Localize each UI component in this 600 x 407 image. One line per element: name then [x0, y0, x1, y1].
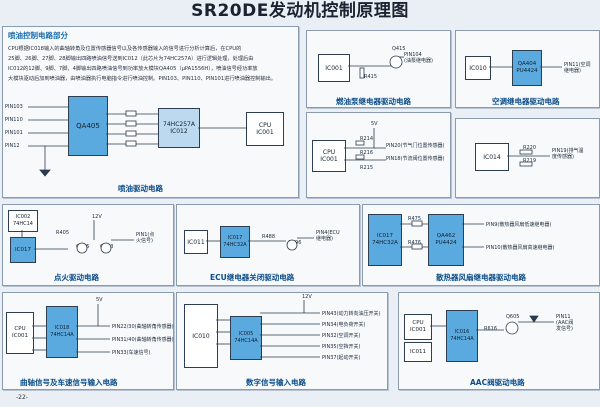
ignition-ic017: IC017: [10, 237, 36, 263]
injector-pin-1: PIN110: [5, 117, 23, 123]
digital-pin-3: PIN35(空挡开关): [322, 344, 361, 350]
ac-pin: PIN11(空调 继电器): [564, 62, 591, 74]
injector-cpu: CPU IC001: [246, 112, 284, 146]
exhaust-r219: R219: [523, 158, 537, 164]
ecu-r488: R488: [262, 234, 276, 240]
ignition-caption: 点火驱动电路: [54, 273, 99, 282]
aac-ic016: IC016 74HC14A: [446, 310, 478, 362]
tps-cpu: CPU IC001: [312, 140, 346, 172]
exhaust-r220: R220: [523, 145, 537, 151]
digital-pin-4: PIN37(起动开关): [322, 355, 361, 361]
crank-pin-2: PIN33(车速信号): [112, 350, 151, 356]
fan-qa462: QA462 PU4424: [428, 214, 464, 266]
fan-pin-0: PIN9(散热器风扇低速继电器): [486, 222, 552, 228]
injector-pin-3: PIN12: [5, 143, 20, 149]
ignition-r405: R405: [56, 230, 70, 236]
crank-cpu: CPU IC001: [6, 312, 34, 354]
fuelpump-ic001: IC001: [318, 54, 350, 82]
crank-pin-1: PIN31/40(曲轴转角传感器): [112, 337, 174, 343]
fuelpump-transistor: Q415: [392, 46, 406, 52]
aac-ic011: IC011: [404, 342, 432, 362]
digital-caption: 数字信号输入电路: [246, 378, 306, 387]
ac-ic010: IC010: [465, 56, 491, 80]
injector-desc-1: 25脚、26脚、27脚、28脚输出四路喷油信号送到IC012（此芯片为74HC2…: [8, 56, 254, 62]
ignition-pin: PIN1(点 火信号): [136, 232, 155, 244]
fuelpump-pin: PIN104 (油泵继电器): [404, 52, 433, 64]
aac-pin: PIN11 (AAC阀 发信号): [556, 314, 574, 332]
ignition-vcc: 12V: [92, 214, 102, 220]
ignition-ic002: IC002 74HC14: [8, 210, 38, 232]
aac-cpu: CPU IC001: [404, 314, 432, 340]
injector-section-label: 喷油控制电路部分: [8, 31, 68, 40]
digital-pin-1: PIN34(电负荷开关): [322, 322, 366, 328]
digital-ic010: IC010: [184, 304, 218, 368]
injector-desc-3: 大模块驱动后加到喷油器，由喷油器执行电脑指令进行喷油控制。PIN103、PIN1…: [8, 76, 277, 82]
aac-caption: AAC阀驱动电路: [470, 378, 525, 387]
injector-caption: 喷油驱动电路: [118, 184, 163, 193]
fan-r475: R475: [408, 216, 422, 222]
ecu-ic011: IC011: [184, 230, 208, 254]
fuelpump-caption: 燃油泵继电器驱动电路: [336, 97, 411, 106]
digital-pin-0: PIN43(动力转向油压开关): [322, 311, 381, 317]
injector-pin-0: PIN103: [5, 104, 23, 110]
exhaust-pin: PIN19(排气温 度传感器): [552, 148, 584, 160]
tps-r215: R215: [360, 165, 374, 171]
fan-caption: 散热器风扇继电器驱动电路: [436, 273, 526, 282]
injector-pin-2: PIN101: [5, 130, 23, 136]
ac-qa404: QA404 PU4424: [512, 50, 542, 86]
tps-pin-1: PIN18(节流阀位置传感器): [386, 156, 445, 162]
tps-vcc: 5V: [371, 121, 378, 127]
tps-pin-0: PIN20(节气门位置传感器): [386, 143, 445, 149]
fuelpump-resistor: R415: [364, 74, 378, 80]
ac-caption: 空调继电器驱动电路: [492, 97, 560, 106]
aac-panel: [398, 292, 600, 390]
ecu-pin: PIN4(ECU 继电器): [316, 230, 340, 242]
digital-pin-2: PIN32(空调开关): [322, 333, 361, 339]
crank-pin-0: PIN22/30(曲轴转角传感器): [112, 324, 174, 330]
injector-desc-2: IC012的12脚、9脚、7脚、4脚输出四路喷油信号到功率放大模块QA405（μ…: [8, 66, 258, 72]
crank-ic018: IC018 74HC14A: [46, 306, 78, 358]
tps-r214: R214: [360, 136, 374, 142]
ecu-ic017: IC017 74HC32A: [220, 226, 250, 258]
tps-r216: R216: [360, 150, 374, 156]
qa405-chip: QA405: [68, 96, 108, 156]
crank-caption: 曲轴信号及车速信号输入电路: [20, 378, 118, 387]
digital-ic005: IC005 74HC14A: [230, 316, 262, 360]
page-number: -22-: [16, 394, 28, 401]
aac-r616: R616: [484, 326, 498, 332]
ic012-chip: 74HC257A IC012: [158, 108, 200, 148]
injector-desc-0: CPU根据IC018输入的曲轴转角及位置传感器信号以及各传感器输入的信号进行分析…: [8, 46, 242, 52]
exhaust-ic014: IC014: [475, 143, 509, 171]
crank-vcc: 5V: [96, 297, 103, 303]
page-title: SR20DE发动机控制原理图: [191, 1, 409, 21]
ecu-caption: ECU继电器关闭驱动电路: [210, 273, 295, 282]
aac-q605: Q605: [506, 314, 520, 320]
digital-vcc: 12V: [302, 294, 312, 300]
fan-pin-1: PIN10(散热器风扇高速继电器): [486, 245, 555, 251]
fan-r476: R476: [408, 240, 422, 246]
fan-ic017: IC017 74HC32A: [368, 214, 402, 266]
